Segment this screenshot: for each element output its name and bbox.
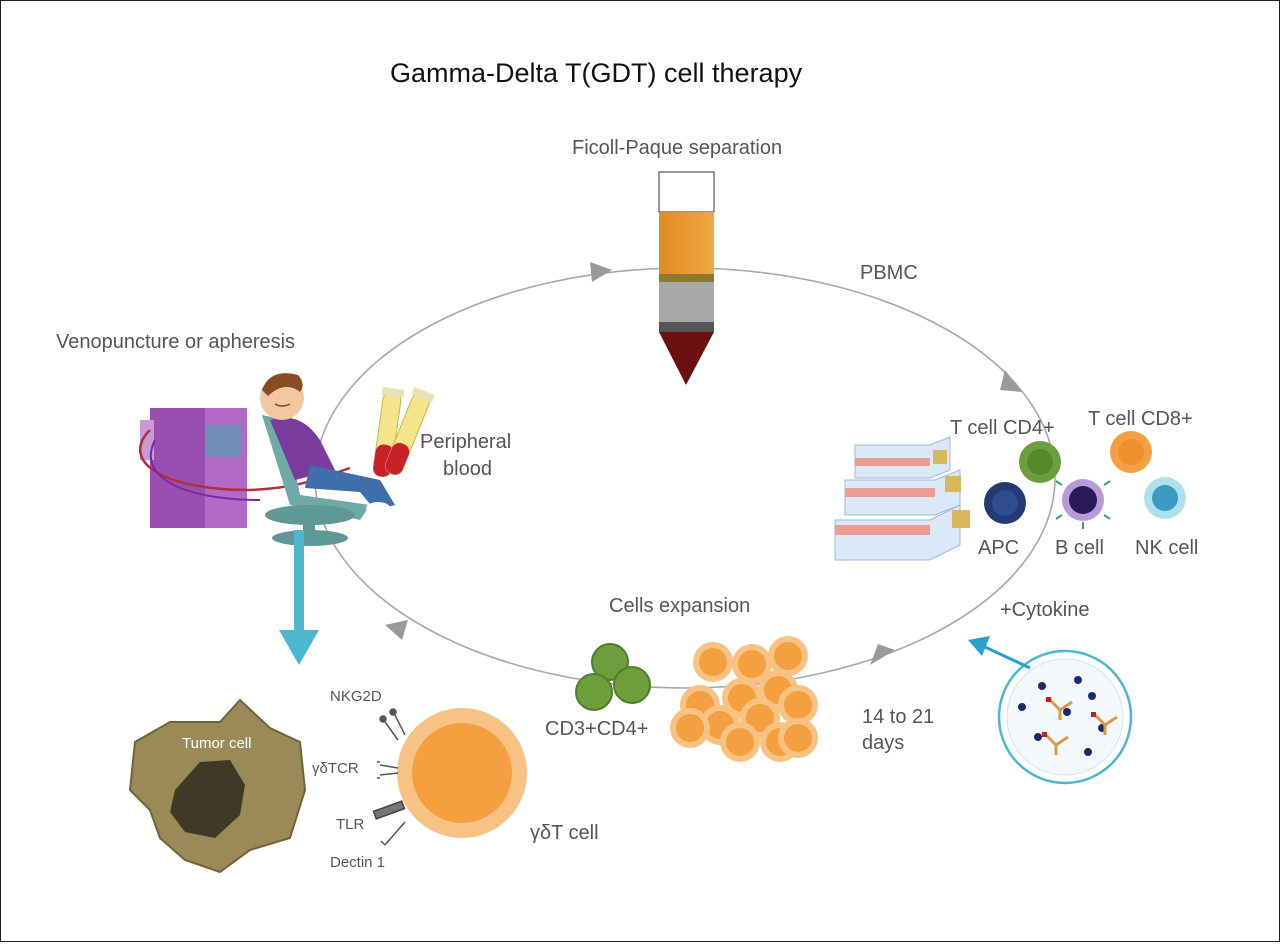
pbmc-label: PBMC <box>860 262 918 284</box>
cycle-arrow-bottom-left <box>385 620 408 640</box>
ficoll-label: Ficoll-Paque separation <box>572 137 783 159</box>
nk-cell-label: NK cell <box>1135 537 1199 559</box>
t-cell-cd8-label: T cell CD8+ <box>1088 408 1193 430</box>
venopuncture-label: Venopuncture or apheresis <box>56 331 296 353</box>
blood-tubes-icon <box>372 386 435 478</box>
t-cell-cd4-label: T cell CD4+ <box>950 417 1055 439</box>
culture-flasks-icon <box>834 436 970 561</box>
nkg2d-label: NKG2D <box>330 688 382 705</box>
diagram-title: Gamma-Delta T(GDT) cell therapy <box>390 58 803 88</box>
cd3-cd4-cluster <box>575 643 651 711</box>
cells-expansion-label: Cells expansion <box>609 595 751 617</box>
b-cell-icon <box>1055 479 1111 529</box>
cytokine-dish-icon <box>997 649 1133 785</box>
cycle-arrow-bottom-right <box>870 644 895 665</box>
apc-label: APC <box>978 537 1020 559</box>
t-cell-cd4-nucleus <box>1027 449 1053 475</box>
gdtcr-label: γδTCR <box>312 760 359 777</box>
apheresis-machine-icon <box>138 408 351 528</box>
t-cell-cd8-nucleus <box>1118 439 1144 465</box>
days-label-line1: 14 to 21 <box>862 706 935 728</box>
tumor-cell-icon <box>128 698 307 874</box>
dectin-label: Dectin 1 <box>330 854 386 871</box>
cytokine-arrow <box>968 636 1031 670</box>
ficoll-tube <box>658 171 715 385</box>
patient-icon <box>260 373 395 546</box>
peripheral-label-line1: Peripheral <box>420 431 512 453</box>
return-infusion-arrow <box>279 530 319 665</box>
apc-nucleus <box>992 490 1018 516</box>
b-cell-label: B cell <box>1055 537 1104 559</box>
peripheral-label-line2: blood <box>443 458 492 480</box>
receptors-icons <box>372 708 406 846</box>
cytokine-label: +Cytokine <box>1000 599 1090 621</box>
cycle-arrow-top <box>590 262 612 282</box>
gdt-cell-label: γδT cell <box>530 822 599 844</box>
gdt-cell-icon <box>397 708 527 838</box>
days-label-line2: days <box>862 732 905 754</box>
cycle-arrow-right <box>1000 370 1022 392</box>
tlr-label: TLR <box>336 816 365 833</box>
tumor-cell-label: Tumor cell <box>182 735 252 752</box>
cd3-cd4-label: CD3+CD4+ <box>545 718 649 740</box>
nk-cell-nucleus <box>1152 485 1178 511</box>
expanded-cells-cluster <box>670 636 818 762</box>
